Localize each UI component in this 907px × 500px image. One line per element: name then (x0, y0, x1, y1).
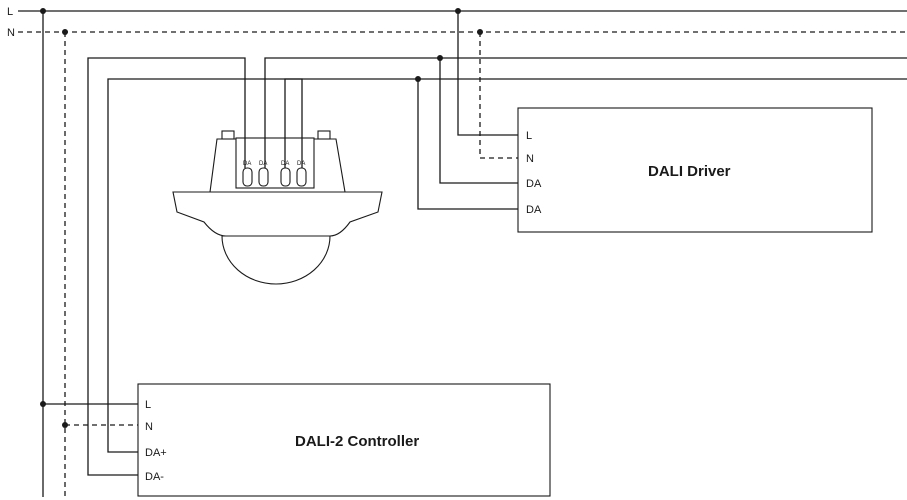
sensor-terminal (296, 167, 307, 187)
sensor-flange (172, 191, 383, 237)
driver-terminal-n: N (526, 153, 534, 165)
sensor-terminal-label: DA (259, 161, 267, 167)
junction-dot (437, 55, 443, 61)
sensor-clip (221, 130, 235, 140)
wire-l-driver (457, 11, 518, 136)
controller-terminal-n: N (145, 421, 153, 433)
dali2-controller: L N DA+ DA- DALI-2 Controller (137, 383, 551, 497)
bus-da-2 (284, 78, 907, 95)
presence-sensor: DA DA DA DA (172, 95, 383, 285)
dali-driver-box (517, 107, 873, 233)
sensor-clip (317, 130, 331, 140)
dali2-controller-box (137, 383, 551, 497)
dali2-controller-title: DALI-2 Controller (295, 433, 419, 450)
controller-terminal-da-plus: DA+ (145, 447, 167, 459)
bus-da-1 (264, 57, 907, 95)
sensor-terminal-label: DA (243, 161, 251, 167)
wire-da2-driver (417, 79, 518, 210)
junction-dot (62, 29, 68, 35)
junction-dot (455, 8, 461, 14)
wire-n-driver (479, 32, 518, 159)
sensor-terminal (280, 167, 291, 187)
driver-terminal-l: L (526, 130, 532, 142)
dali-driver-title: DALI Driver (648, 163, 731, 180)
sensor-terminal (242, 167, 253, 187)
wire-da-plus (107, 78, 303, 453)
wire-da-minus (87, 57, 246, 476)
driver-terminal-da: DA (526, 204, 542, 216)
junction-dot (415, 76, 421, 82)
junction-dot (40, 8, 46, 14)
junction-dot (62, 422, 68, 428)
sensor-lens (221, 235, 331, 285)
wire-da1-driver (439, 58, 518, 184)
dali-driver: L N DA DA DALI Driver (517, 107, 873, 233)
line-l-label: L (7, 6, 13, 18)
junction-dot (477, 29, 483, 35)
controller-terminal-l: L (145, 399, 151, 411)
junction-dot (40, 401, 46, 407)
driver-terminal-da: DA (526, 178, 542, 190)
sensor-terminal-label: DA (297, 161, 305, 167)
line-n-label: N (7, 27, 15, 39)
sensor-terminal (258, 167, 269, 187)
controller-terminal-da-minus: DA- (145, 471, 164, 483)
